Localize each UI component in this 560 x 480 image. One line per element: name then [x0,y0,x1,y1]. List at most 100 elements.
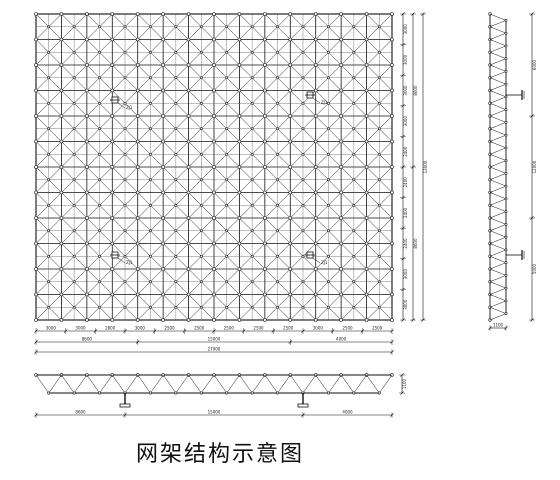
top-chord-node [263,88,267,93]
top-chord-node [212,241,216,246]
web-member [489,205,507,212]
bottom-chord-node [276,50,279,54]
web-member [489,313,507,321]
top-chord-node [390,216,394,220]
bottom-chord-node [352,229,356,233]
top-chord-node [390,190,394,195]
top-chord-node [288,63,293,67]
top-chord-node [161,12,165,16]
top-chord-node [135,63,140,67]
top-chord-node [288,241,293,246]
web-member [489,64,507,72]
bottom-chord-node [199,127,203,131]
top-chord-node [339,114,343,118]
right-segment-dim-label: 3000 [403,54,408,65]
bottom-chord-node [123,280,127,284]
web-member [489,90,507,98]
bottom-chord-node [225,391,229,395]
bottom-chord-node [327,101,330,105]
top-chord-node [186,139,191,144]
top-chord-node [263,216,267,220]
bottom-chord-node [327,152,330,156]
web-member [489,281,507,289]
bottom-chord-node [327,280,330,284]
top-chord-node [339,139,343,144]
bottom-chord-node [504,197,508,201]
top-chord-node [186,12,191,16]
top-chord-node [263,12,267,16]
top-chord-node [85,267,89,271]
web-member [86,374,100,394]
bottom-chord-node [199,25,203,29]
top-chord-node [339,241,343,246]
bottom-chord-node [47,127,51,131]
bottom-chord-node [352,101,356,105]
bottom-chord-node [301,229,305,233]
top-chord-node [212,37,216,42]
bottom-chord-node [225,76,229,80]
top-chord-node [364,318,369,322]
web-member [489,185,507,193]
bottom-chord-node [47,254,51,258]
web-member [489,13,507,21]
top-chord-node [288,190,293,195]
bottom-chord-node [504,261,508,265]
bottom-chord-node [301,101,305,105]
web-member [489,134,507,142]
bottom-chord-node [149,254,152,258]
top-chord-node [59,88,64,93]
bottom-chord-node [174,152,178,156]
bottom-group-dim-label: 15000 [208,337,221,342]
bottom-chord-node [250,391,254,395]
bottom-chord-node [250,50,254,54]
top-chord-node [288,318,293,322]
bottom-chord-node [377,254,381,258]
top-chord-node [237,216,242,220]
top-chord-node [85,37,89,42]
web-member [489,71,507,78]
bottom-chord-node [250,229,254,233]
top-chord-node [339,318,343,322]
bottom-chord-node [98,127,101,131]
top-chord-node [313,88,318,93]
bottom-chord-node [301,152,305,156]
top-chord-node [212,165,216,169]
bottom-chord-node [174,178,178,182]
bottom-chord-node [174,391,178,395]
bottom-chord-node [327,203,330,207]
right-segment-dim-label: 2400 [403,146,408,157]
top-chord-node [237,190,242,195]
bottom-chord-node [199,391,203,395]
bottom-chord-node [352,178,356,182]
bottom-chord-node [327,305,330,309]
web-member [315,374,329,394]
bottom-chord-node [301,203,305,207]
top-chord-node [34,114,38,118]
bottom-chord-node [72,391,76,395]
top-chord-node [59,216,64,220]
bottom-chord-node [352,391,356,395]
top-chord-node [263,165,267,169]
top-chord-node [161,241,165,246]
bottom-chord-node [504,108,508,112]
bottom-chord-node [377,50,381,54]
bottom-chord-node [504,44,508,48]
bottom-chord-node [301,25,305,29]
side-support [506,250,525,260]
bottom-chord-node [98,229,101,233]
bottom-chord-node [123,254,127,258]
web-member [489,262,507,270]
top-chord-node [186,88,191,93]
bottom-chord-node [352,50,356,54]
bottom-total-dim-label: 27000 [208,347,221,352]
top-chord-node [212,114,216,118]
top-chord-node [288,37,293,42]
web-member [112,374,126,394]
top-chord-node [237,88,242,93]
bottom-chord-node [504,210,508,214]
top-chord-node [135,37,140,42]
top-chord-node [364,12,369,16]
bottom-chord-node [377,25,381,29]
